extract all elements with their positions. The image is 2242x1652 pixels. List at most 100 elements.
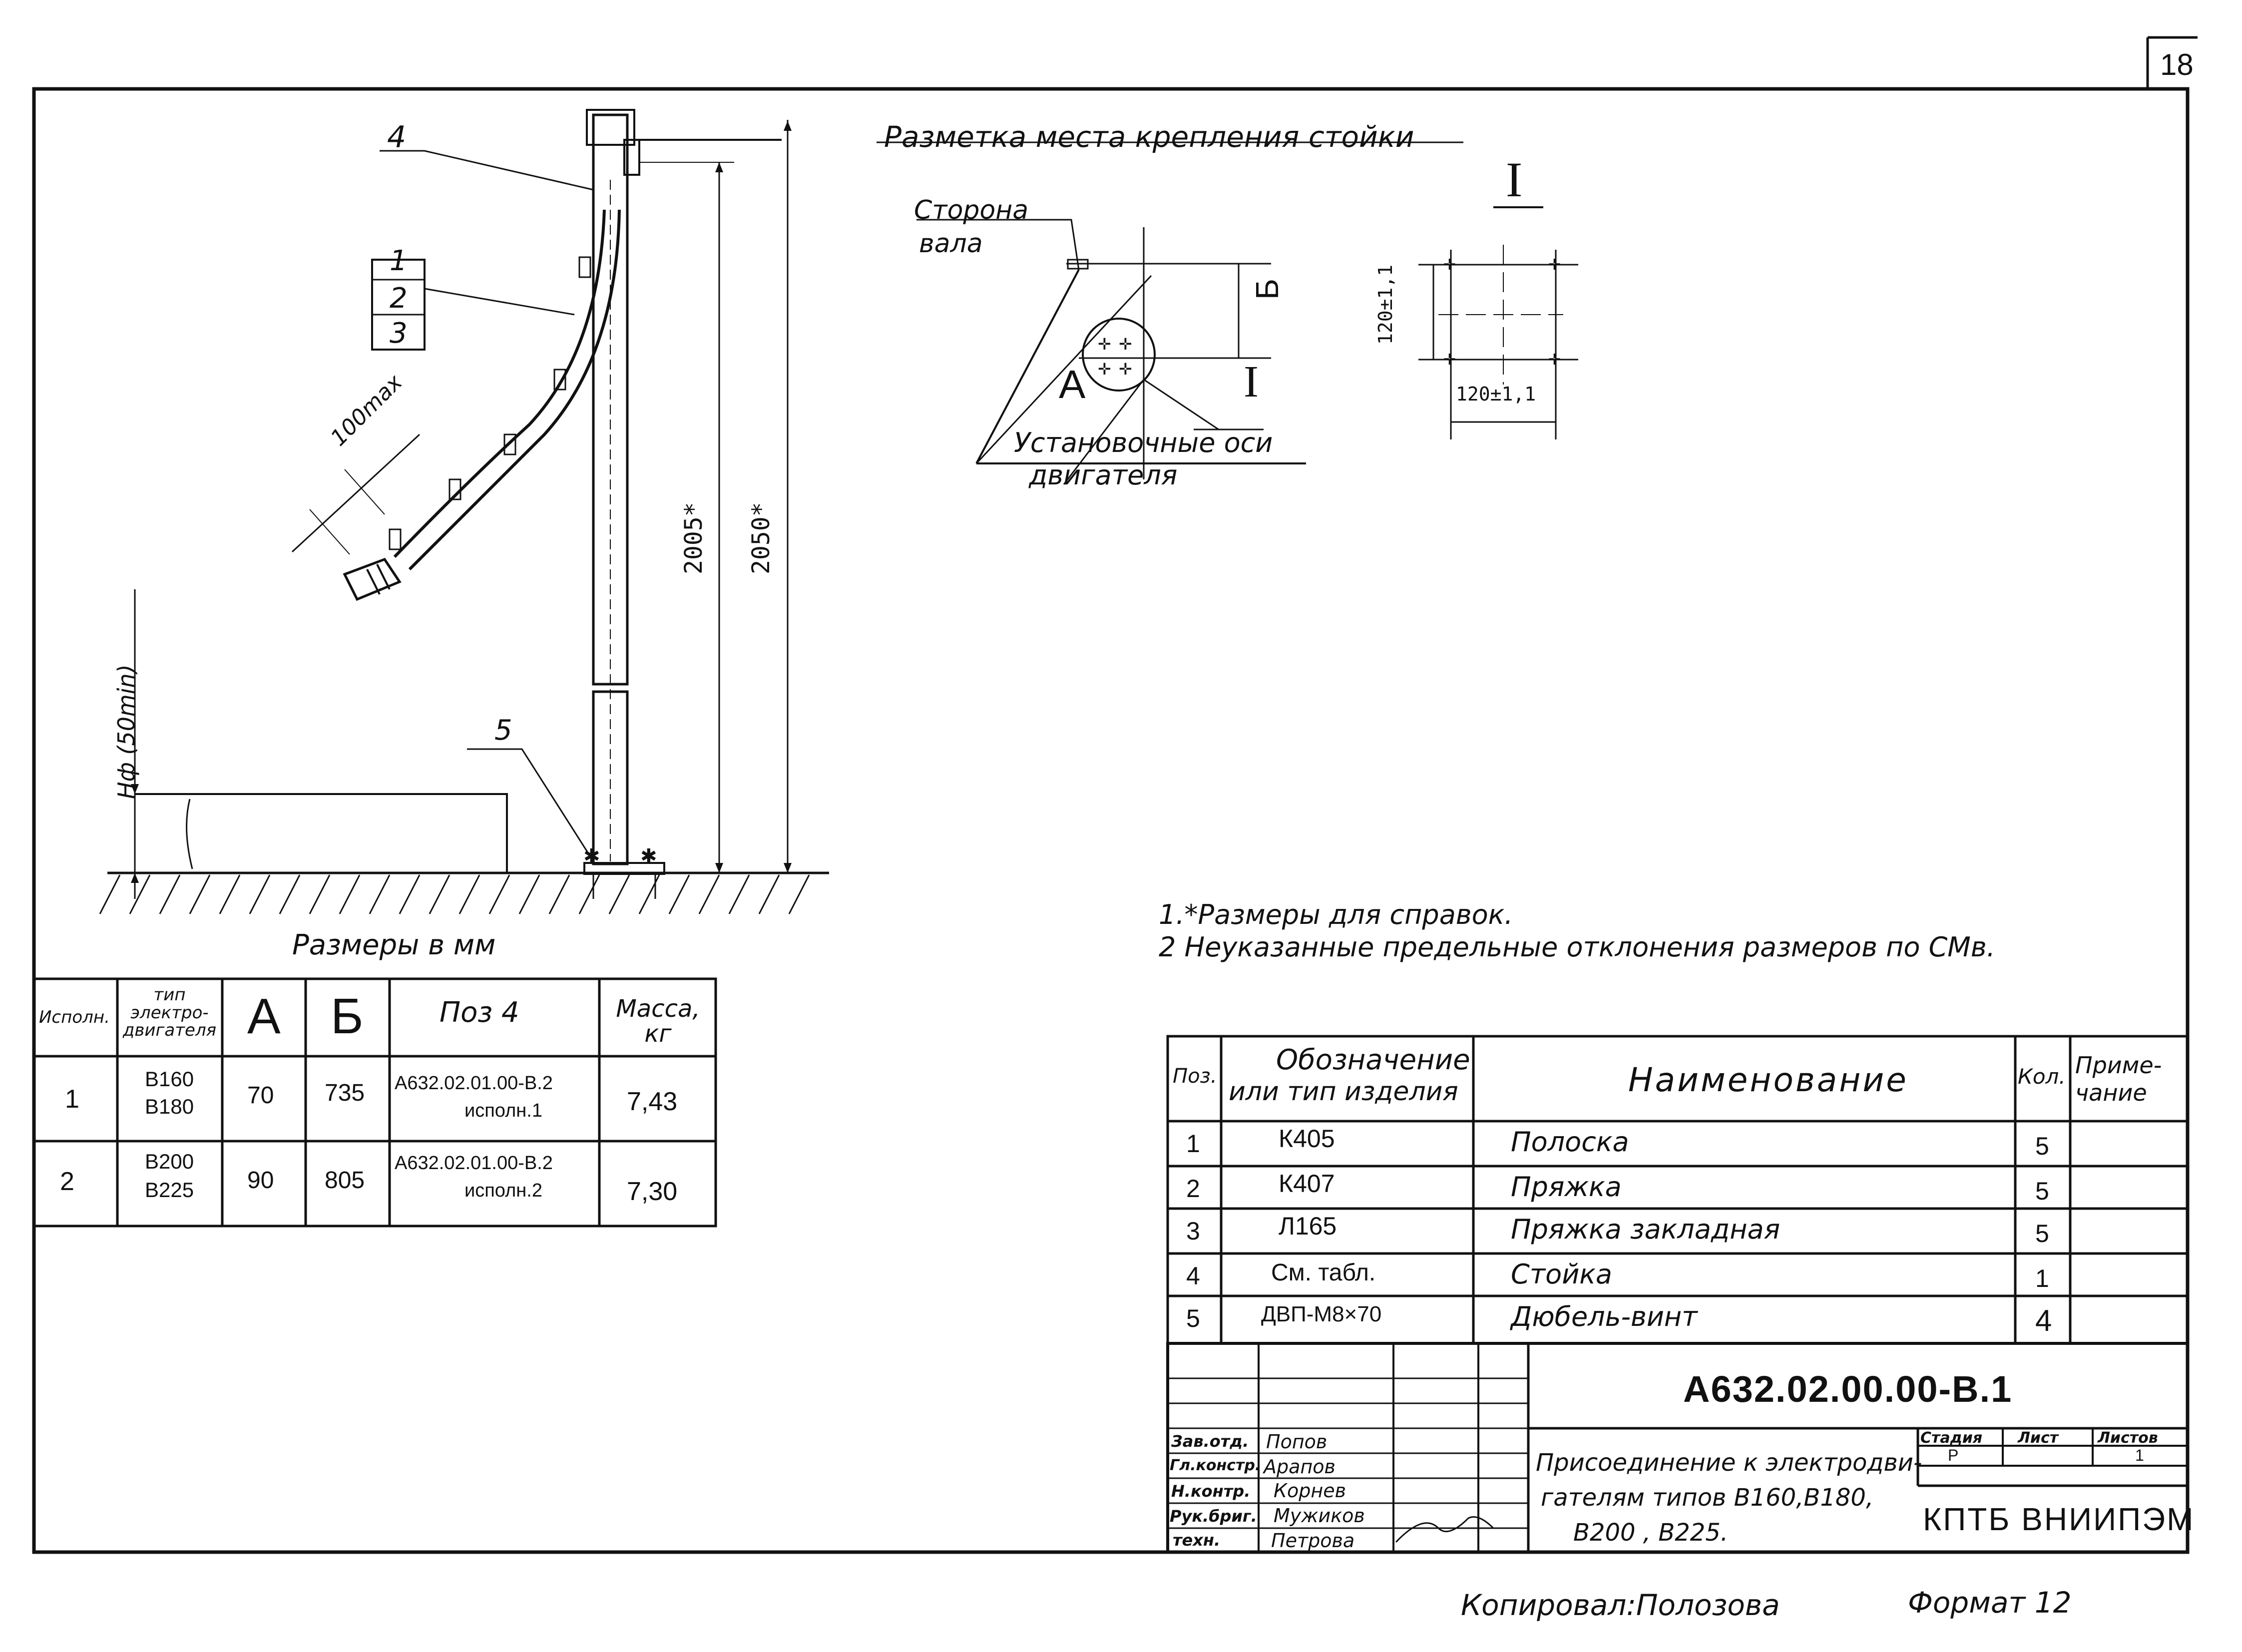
install-axes-label-1: Установочные оси xyxy=(1014,427,1273,458)
dimension-2050: 2050* xyxy=(747,502,775,575)
spec-pos-cell: 5 xyxy=(1186,1304,1200,1332)
position-label-1: 1 xyxy=(390,245,408,277)
section-mark-lower: I xyxy=(1244,357,1259,407)
spec-designation-cell: К405 xyxy=(1279,1125,1335,1153)
variant-cell: 2 xyxy=(60,1167,74,1196)
sheet-frame xyxy=(32,87,2190,1554)
svg-text:✛: ✛ xyxy=(1098,335,1111,354)
role-name: Попов xyxy=(1266,1431,1328,1453)
svg-text:✛: ✛ xyxy=(1119,335,1132,354)
spec-name-cell: Стойка xyxy=(1511,1258,1613,1290)
svg-text:✱: ✱ xyxy=(640,845,657,868)
mass-cell: 7,30 xyxy=(627,1177,678,1206)
spec-name-cell: Дюбель-винт xyxy=(1511,1301,1698,1332)
variants-header-b: Б xyxy=(331,988,364,1044)
a-cell: 90 xyxy=(247,1167,274,1194)
spec-header-qty: Кол. xyxy=(2018,1064,2066,1089)
dimension-120-vertical: 120±1,1 xyxy=(1374,264,1396,345)
dimension-2005: 2005* xyxy=(680,502,708,575)
svg-text:✛: ✛ xyxy=(1098,360,1111,379)
marking-diagram: ✛✛ ✛✛ ✛✛ ✛✛ xyxy=(877,141,1578,485)
copied-by: Копировал:Полозова xyxy=(1461,1588,1780,1622)
sheet-label: Лист xyxy=(2018,1429,2059,1447)
spec-designation-cell: Л165 xyxy=(1279,1212,1337,1240)
sheets-label: Листов xyxy=(2098,1429,2158,1447)
variants-table-grid xyxy=(32,977,717,1228)
stage-label: Стадия xyxy=(1920,1429,1983,1447)
dimension-label-b: Б xyxy=(1249,279,1285,300)
role-name: Арапов xyxy=(1264,1456,1336,1478)
spec-qty-cell: 5 xyxy=(2035,1177,2049,1205)
spec-header-note: чание xyxy=(2075,1079,2147,1106)
svg-text:✛: ✛ xyxy=(1548,256,1561,274)
motor-cell: В225 xyxy=(145,1178,194,1202)
role-label: Н.контр. xyxy=(1171,1482,1251,1501)
spec-header-name: Наименование xyxy=(1628,1061,1908,1099)
variants-header-variant: Исполн. xyxy=(39,1007,110,1027)
document-title-line-3: В200 , В225. xyxy=(1573,1519,1729,1547)
role-name: Петрова xyxy=(1271,1530,1355,1552)
b-cell: 735 xyxy=(325,1080,365,1106)
pos4-cell: А632.02.01.00-В.2 xyxy=(395,1153,553,1174)
position-label-2: 2 xyxy=(390,282,408,315)
variants-header-pos4: Поз 4 xyxy=(440,996,519,1029)
spec-name-cell: Полоска xyxy=(1511,1126,1629,1158)
b-cell: 805 xyxy=(325,1167,365,1194)
spec-qty-cell: 1 xyxy=(2035,1264,2049,1292)
svg-text:✛: ✛ xyxy=(1443,351,1456,369)
pos4-cell: А632.02.01.00-В.2 xyxy=(395,1073,553,1094)
title-block-grid xyxy=(1166,1342,2189,1554)
stand-elevation: ✱ ✱ xyxy=(99,109,829,914)
note-2: 2 Неуказанные предельные отклонения разм… xyxy=(1159,931,1995,963)
dimension-hf: Нф (50min) xyxy=(113,664,140,799)
pos4-cell: исполн.2 xyxy=(464,1180,542,1201)
role-label: Гл.констр. xyxy=(1170,1457,1261,1474)
spec-header-note: Приме- xyxy=(2075,1052,2162,1079)
role-name: Корнев xyxy=(1274,1480,1346,1502)
shaft-side-label-2: вала xyxy=(919,229,983,259)
note-1: 1.*Размеры для справок. xyxy=(1159,899,1513,930)
sheets-value: 1 xyxy=(2135,1446,2144,1464)
role-label: Зав.отд. xyxy=(1171,1432,1249,1451)
spec-name-cell: Пряжка xyxy=(1511,1171,1622,1203)
svg-text:✛: ✛ xyxy=(1548,351,1561,369)
spec-pos-cell: 3 xyxy=(1186,1217,1200,1245)
role-label: техн. xyxy=(1173,1531,1221,1550)
spec-name-cell: Пряжка закладная xyxy=(1511,1214,1781,1245)
label-a: А xyxy=(1059,362,1086,407)
spec-qty-cell: 4 xyxy=(2035,1304,2052,1337)
spec-pos-cell: 1 xyxy=(1186,1130,1200,1158)
sheet-number: 18 xyxy=(2160,48,2194,81)
section-mark-top: I xyxy=(1506,152,1523,207)
spec-header-designation: или тип изделия xyxy=(1229,1077,1458,1107)
spec-pos-cell: 2 xyxy=(1186,1175,1200,1203)
spec-designation-cell: См. табл. xyxy=(1271,1259,1376,1286)
position-label-4: 4 xyxy=(387,120,407,155)
marking-title: Разметка места крепления стойки xyxy=(884,120,1414,154)
svg-text:✛: ✛ xyxy=(1119,360,1132,379)
variant-cell: 1 xyxy=(65,1085,79,1114)
pos4-cell: исполн.1 xyxy=(464,1100,542,1121)
document-title-line-2: гателям типов В160,В180, xyxy=(1541,1484,1874,1512)
mass-cell: 7,43 xyxy=(627,1087,678,1116)
variants-header-motor: тип электро-двигателя xyxy=(122,985,217,1041)
spec-designation-cell: ДВП-М8×70 xyxy=(1261,1302,1382,1326)
install-axes-label-2: двигателя xyxy=(1029,459,1178,491)
variants-header-mass: Масса, кг xyxy=(616,995,700,1048)
organization: КПТБ ВНИИПЭМ xyxy=(1923,1501,2195,1537)
document-title-line-1: Присоединение к электродви- xyxy=(1536,1449,1922,1477)
spec-qty-cell: 5 xyxy=(2035,1220,2049,1247)
format-label: Формат 12 xyxy=(1908,1586,2072,1620)
shaft-side-label-1: Сторона xyxy=(914,195,1029,225)
spec-header-designation: Обозначение xyxy=(1276,1044,1470,1076)
stage-value: Р xyxy=(1948,1446,1959,1464)
dimension-120-horizontal: 120±1,1 xyxy=(1456,383,1536,405)
variants-header-a: А xyxy=(247,988,281,1044)
spec-qty-cell: 5 xyxy=(2035,1132,2049,1160)
role-name: Мужиков xyxy=(1274,1505,1365,1527)
sizes-caption: Размеры в мм xyxy=(292,929,496,961)
position-label-5: 5 xyxy=(494,714,512,747)
motor-cell: В160 xyxy=(145,1067,194,1091)
document-code: А632.02.00.00-В.1 xyxy=(1683,1368,2013,1410)
